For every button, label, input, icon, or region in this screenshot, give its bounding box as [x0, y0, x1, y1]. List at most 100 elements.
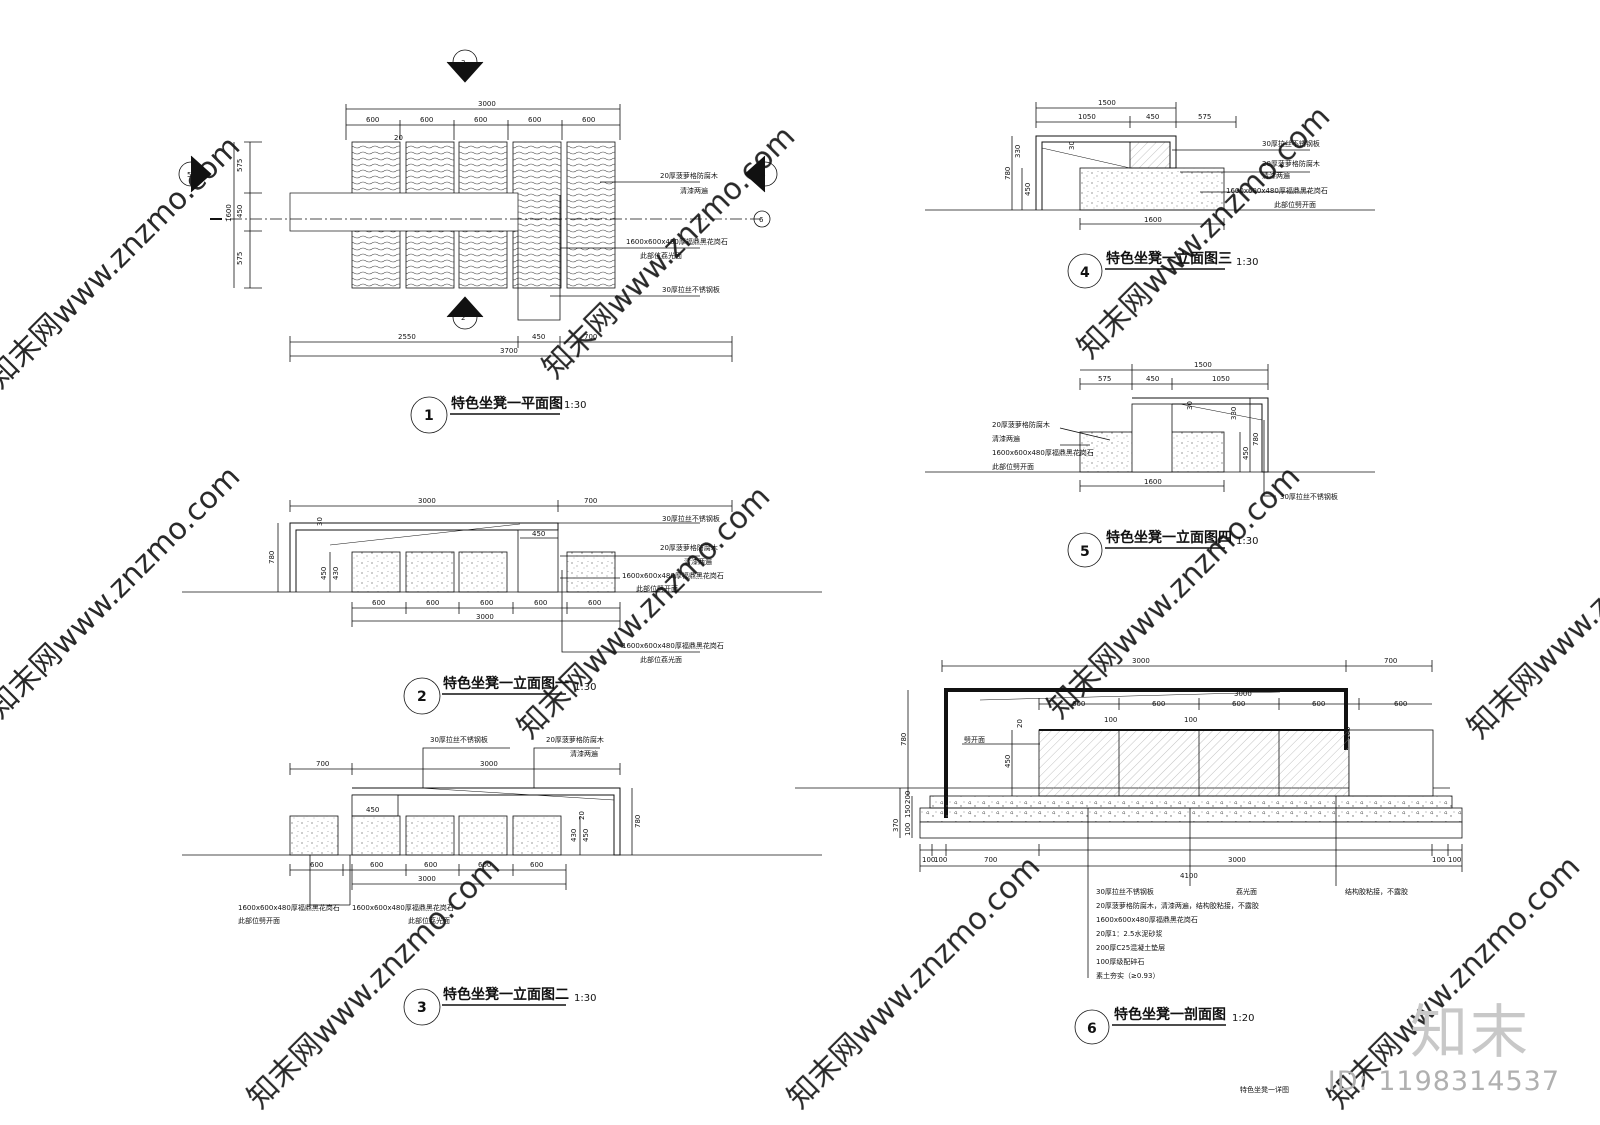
- svg-text:430: 430: [570, 829, 578, 842]
- view-2-text: 3000 700 780 450 30 430 450 600 600 600 …: [268, 497, 724, 705]
- svg-text:450: 450: [1242, 447, 1250, 460]
- svg-text:1600: 1600: [1144, 478, 1162, 486]
- view-scale: 1:30: [564, 400, 586, 411]
- svg-text:3000: 3000: [1228, 856, 1246, 864]
- svg-text:600: 600: [370, 861, 383, 869]
- view-4-text: 1500 1050 450 575 330 450 780 30 1600 30…: [1004, 99, 1328, 281]
- svg-text:3000: 3000: [476, 613, 494, 621]
- svg-text:330: 330: [1230, 407, 1238, 420]
- image-id: ID: 1198314537: [1327, 1066, 1560, 1097]
- svg-text:30厚拉丝不锈钢板: 30厚拉丝不锈钢板: [1262, 139, 1320, 148]
- svg-text:6: 6: [1087, 1021, 1097, 1037]
- svg-text:450: 450: [1146, 113, 1159, 121]
- view-6-section: [795, 660, 1463, 1045]
- svg-text:特色坐凳一立面图二: 特色坐凳一立面图二: [443, 986, 569, 1003]
- svg-text:100: 100: [1104, 716, 1117, 724]
- svg-text:1:30: 1:30: [574, 993, 596, 1004]
- svg-text:600: 600: [426, 599, 439, 607]
- svg-text:清漆两遍: 清漆两遍: [992, 434, 1020, 443]
- svg-text:600: 600: [530, 861, 543, 869]
- svg-text:2550: 2550: [398, 333, 416, 341]
- svg-text:结构胶粘接，不露胶: 结构胶粘接，不露胶: [1345, 887, 1408, 896]
- svg-text:清漆两遍: 清漆两遍: [570, 749, 598, 758]
- svg-text:100厚级配碎石: 100厚级配碎石: [1096, 957, 1144, 966]
- svg-text:1500: 1500: [1098, 99, 1116, 107]
- svg-text:4: 4: [1080, 265, 1090, 281]
- svg-text:特色坐凳一立面图三: 特色坐凳一立面图三: [1106, 250, 1232, 267]
- svg-text:30: 30: [1068, 141, 1076, 150]
- svg-text:1:30: 1:30: [1236, 257, 1258, 268]
- svg-text:特色坐凳一剖面图: 特色坐凳一剖面图: [1114, 1006, 1226, 1023]
- watermark-text: 知末网www.znzmo.com: [0, 459, 247, 725]
- svg-text:荔光面: 荔光面: [1236, 887, 1257, 896]
- svg-text:特色坐凳一立面图四: 特色坐凳一立面图四: [1106, 529, 1232, 546]
- svg-text:1:30: 1:30: [574, 682, 596, 693]
- svg-text:700: 700: [984, 856, 997, 864]
- svg-text:清漆两遍: 清漆两遍: [680, 186, 708, 195]
- section-marker-label: 5: [187, 171, 191, 179]
- view-1-text: 3000 600 600 600 600 600 20 575 450 575 …: [187, 59, 766, 424]
- svg-text:5: 5: [1080, 544, 1090, 560]
- svg-text:1050: 1050: [1078, 113, 1096, 121]
- svg-text:780: 780: [634, 815, 642, 828]
- svg-text:30厚拉丝不锈钢板: 30厚拉丝不锈钢板: [1096, 887, 1154, 896]
- svg-text:20: 20: [1016, 719, 1024, 728]
- svg-text:600: 600: [478, 861, 491, 869]
- svg-text:780: 780: [268, 551, 276, 564]
- svg-text:370: 370: [892, 819, 900, 832]
- svg-text:450: 450: [320, 567, 328, 580]
- view-5-elevation: [925, 364, 1375, 568]
- svg-text:600: 600: [534, 599, 547, 607]
- svg-text:100: 100: [1448, 856, 1461, 864]
- svg-text:3000: 3000: [418, 497, 436, 505]
- svg-text:1600x600x480厚福鼎黑花岗石: 1600x600x480厚福鼎黑花岗石: [622, 641, 724, 650]
- svg-text:30厚拉丝不锈钢板: 30厚拉丝不锈钢板: [662, 514, 720, 523]
- svg-text:150: 150: [904, 805, 912, 818]
- watermark-text: 知末网www.znzmo.com: [241, 849, 507, 1115]
- svg-text:100: 100: [904, 823, 912, 836]
- svg-text:450: 450: [532, 333, 545, 341]
- svg-text:1600: 1600: [1144, 216, 1162, 224]
- svg-text:450: 450: [1146, 375, 1159, 383]
- svg-text:200厚C25混凝土垫层: 200厚C25混凝土垫层: [1096, 943, 1165, 952]
- svg-text:100: 100: [922, 856, 935, 864]
- svg-text:700: 700: [584, 497, 597, 505]
- svg-text:30: 30: [316, 517, 324, 526]
- svg-text:780: 780: [1004, 167, 1012, 180]
- svg-text:20厚1：2.5水泥砂浆: 20厚1：2.5水泥砂浆: [1096, 929, 1163, 938]
- watermark-text: 知末网www.znzmo.com: [511, 479, 777, 745]
- svg-text:素土夯实（≥0.93）: 素土夯实（≥0.93）: [1096, 971, 1159, 980]
- svg-text:20厚菠萝格防腐木: 20厚菠萝格防腐木: [660, 543, 718, 552]
- svg-text:特色坐凳一立面图一: 特色坐凳一立面图一: [443, 675, 569, 692]
- view-5-text: 1500 575 450 1050 30 330 450 780 1600 20…: [992, 361, 1338, 560]
- svg-text:此部位劈开面: 此部位劈开面: [1274, 200, 1316, 209]
- svg-text:1600x600x480厚福鼎黑花岗石: 1600x600x480厚福鼎黑花岗石: [992, 448, 1094, 457]
- svg-text:1500: 1500: [1194, 361, 1212, 369]
- view-1-plan: [178, 49, 778, 434]
- svg-text:此部位劈开面: 此部位劈开面: [238, 916, 280, 925]
- svg-text:20厚菠萝格防腐木: 20厚菠萝格防腐木: [546, 735, 604, 744]
- svg-text:780: 780: [900, 733, 908, 746]
- svg-text:700: 700: [316, 760, 329, 768]
- svg-text:清漆两遍: 清漆两遍: [1262, 171, 1290, 180]
- svg-text:20: 20: [578, 811, 586, 820]
- svg-text:清漆两遍: 清漆两遍: [684, 557, 712, 566]
- svg-text:30厚拉丝不锈钢板: 30厚拉丝不锈钢板: [430, 735, 488, 744]
- svg-text:3000: 3000: [1234, 690, 1252, 698]
- svg-text:1050: 1050: [1212, 375, 1230, 383]
- sheet-footer: 特色坐凳一详图: [1240, 1085, 1289, 1094]
- view-4-elevation: [925, 102, 1375, 289]
- svg-text:330: 330: [1014, 145, 1022, 158]
- svg-text:2: 2: [417, 689, 427, 705]
- svg-text:450: 450: [236, 205, 244, 218]
- svg-text:30厚拉丝不锈钢板: 30厚拉丝不锈钢板: [662, 285, 720, 294]
- svg-text:600: 600: [588, 599, 601, 607]
- svg-text:600: 600: [1152, 700, 1165, 708]
- svg-text:100: 100: [1184, 716, 1197, 724]
- svg-text:575: 575: [1098, 375, 1111, 383]
- svg-text:600: 600: [1232, 700, 1245, 708]
- section-marker-label: 2: [461, 314, 465, 322]
- view-3-elevation: [182, 747, 822, 1026]
- svg-text:575: 575: [236, 159, 244, 172]
- svg-text:600: 600: [1394, 700, 1407, 708]
